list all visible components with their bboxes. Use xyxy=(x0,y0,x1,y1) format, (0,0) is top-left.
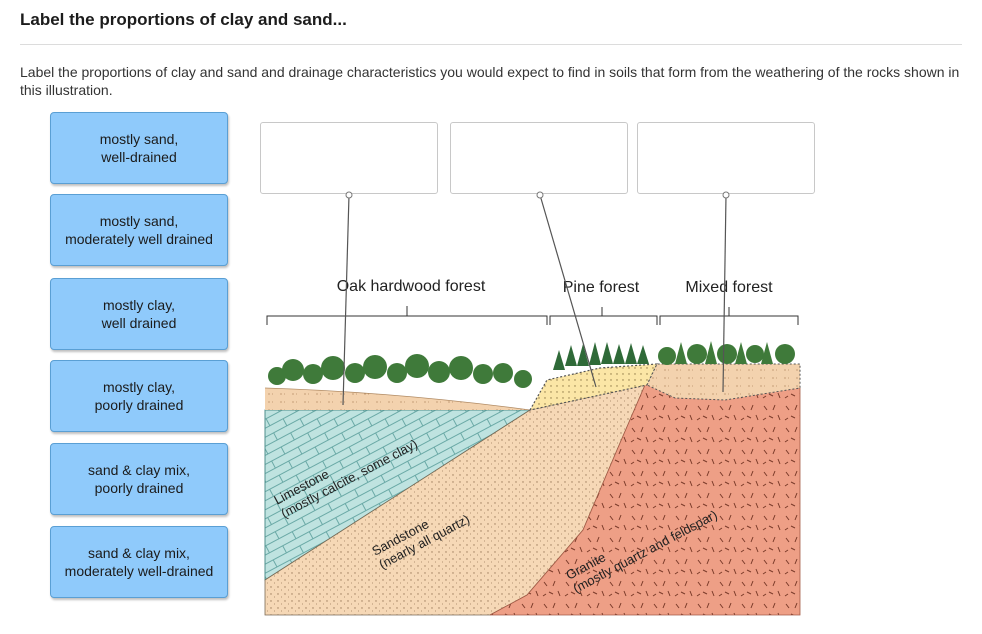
label-chip-sand-clay-mix-poorly-drained[interactable]: sand & clay mix, poorly drained xyxy=(50,443,228,515)
forest-label-pine: Pine forest xyxy=(563,279,640,296)
label-chip-sand-clay-mix-moderately-well-drained[interactable]: sand & clay mix, moderately well-drained xyxy=(50,526,228,598)
granite-layer xyxy=(489,384,801,616)
label-chip-mostly-sand-well-drained[interactable]: mostly sand, well-drained xyxy=(50,112,228,184)
forest-label-mixed: Mixed forest xyxy=(685,279,773,296)
header-divider xyxy=(20,44,962,45)
mixed-trees xyxy=(658,341,795,365)
question-instructions: Label the proportions of clay and sand a… xyxy=(20,64,960,98)
forest-label-oak: Oak hardwood forest xyxy=(337,278,486,295)
drop-target-oak-soil[interactable] xyxy=(260,122,438,194)
label-chip-mostly-sand-moderately-well-drained[interactable]: mostly sand, moderately well drained xyxy=(50,194,228,266)
label-chip-mostly-clay-poorly-drained[interactable]: mostly clay, poorly drained xyxy=(50,360,228,432)
soil-rock-illustration: Oak hardwood forest Pine forest Mixed fo… xyxy=(264,278,801,616)
label-chip-mostly-clay-well-drained[interactable]: mostly clay, well drained xyxy=(50,278,228,350)
bracket-mixed xyxy=(659,307,799,325)
page-title: Label the proportions of clay and sand..… xyxy=(20,10,347,29)
bracket-pine xyxy=(549,307,658,325)
soil-oak xyxy=(265,388,530,410)
oak-trees xyxy=(268,354,532,388)
drop-target-mixed-soil[interactable] xyxy=(637,122,815,194)
bracket-oak xyxy=(266,306,548,325)
drop-target-pine-soil[interactable] xyxy=(450,122,628,194)
